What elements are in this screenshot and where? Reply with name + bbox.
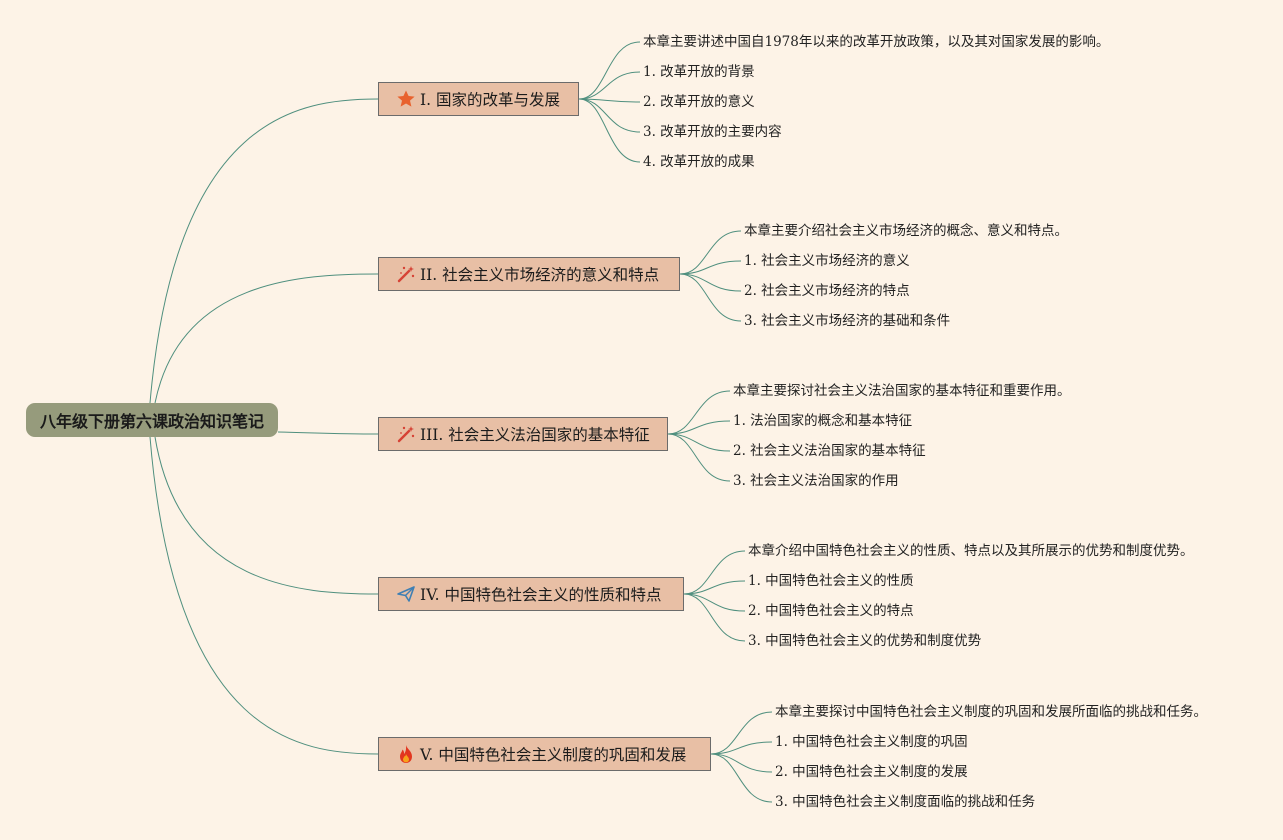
branch-node-1[interactable]: I. 国家的改革与发展 xyxy=(378,82,579,116)
leaf-4-1[interactable]: 1. 中国特色社会主义的性质 xyxy=(748,573,914,589)
leaf-link-5-1 xyxy=(710,741,773,755)
leaf-link-5-3 xyxy=(710,753,773,803)
branch-node-4[interactable]: IV. 中国特色社会主义的性质和特点 xyxy=(378,577,684,611)
leaf-link-3-0 xyxy=(667,390,731,435)
branch-label-2: II. 社会主义市场经济的意义和特点 xyxy=(420,266,660,284)
leaf-link-1-0 xyxy=(578,41,641,100)
leaf-link-4-3 xyxy=(683,593,746,642)
magic-wand-icon xyxy=(395,264,416,285)
leaf-5-2[interactable]: 2. 中国特色社会主义制度的发展 xyxy=(775,764,968,780)
star-icon xyxy=(395,89,416,110)
leaf-1-4[interactable]: 4. 改革开放的成果 xyxy=(643,154,755,170)
root-link-5 xyxy=(149,436,379,755)
leaf-link-2-2 xyxy=(679,273,742,292)
leaf-link-3-3 xyxy=(667,433,731,482)
magic-wand-icon xyxy=(395,424,416,445)
branch-node-5[interactable]: V. 中国特色社会主义制度的巩固和发展 xyxy=(378,737,711,771)
leaf-link-2-0 xyxy=(679,230,742,275)
branch-label-5: V. 中国特色社会主义制度的巩固和发展 xyxy=(420,746,687,764)
leaf-1-2[interactable]: 2. 改革开放的意义 xyxy=(643,94,755,110)
leaf-1-1[interactable]: 1. 改革开放的背景 xyxy=(643,64,755,80)
leaf-2-2[interactable]: 2. 社会主义市场经济的特点 xyxy=(744,283,910,299)
leaf-5-3[interactable]: 3. 中国特色社会主义制度面临的挑战和任务 xyxy=(775,794,1036,810)
leaf-link-5-2 xyxy=(710,753,773,773)
branch-label-3: III. 社会主义法治国家的基本特征 xyxy=(420,426,650,444)
root-link-1 xyxy=(149,98,379,404)
branch-label-4: IV. 中国特色社会主义的性质和特点 xyxy=(420,586,662,604)
leaf-link-1-4 xyxy=(578,98,641,163)
leaf-5-1[interactable]: 1. 中国特色社会主义制度的巩固 xyxy=(775,734,968,750)
root-title: 八年级下册第六课政治知识笔记 xyxy=(39,412,264,431)
leaf-link-4-2 xyxy=(683,593,746,612)
paper-plane-icon xyxy=(395,584,416,605)
leaf-link-4-1 xyxy=(683,580,746,595)
leaf-3-0[interactable]: 本章主要探讨社会主义法治国家的基本特征和重要作用。 xyxy=(733,383,1071,399)
root-link-4 xyxy=(154,436,379,595)
leaf-link-3-2 xyxy=(667,433,731,452)
branch-node-3[interactable]: III. 社会主义法治国家的基本特征 xyxy=(378,417,668,451)
leaf-3-3[interactable]: 3. 社会主义法治国家的作用 xyxy=(733,473,899,489)
leaf-3-2[interactable]: 2. 社会主义法治国家的基本特征 xyxy=(733,443,926,459)
root-link-2 xyxy=(154,273,379,404)
leaf-4-3[interactable]: 3. 中国特色社会主义的优势和制度优势 xyxy=(748,633,982,649)
leaf-link-1-1 xyxy=(578,71,641,100)
fire-icon xyxy=(395,744,416,765)
leaf-link-4-0 xyxy=(683,550,746,595)
leaf-link-1-3 xyxy=(578,98,641,133)
leaf-1-3[interactable]: 3. 改革开放的主要内容 xyxy=(643,124,782,140)
leaf-link-1-2 xyxy=(578,98,641,103)
leaf-2-1[interactable]: 1. 社会主义市场经济的意义 xyxy=(744,253,910,269)
leaf-link-2-3 xyxy=(679,273,742,322)
leaf-link-2-1 xyxy=(679,260,742,275)
leaf-2-0[interactable]: 本章主要介绍社会主义市场经济的概念、意义和特点。 xyxy=(744,223,1068,239)
branch-node-2[interactable]: II. 社会主义市场经济的意义和特点 xyxy=(378,257,680,291)
leaf-link-5-0 xyxy=(710,711,773,755)
branch-label-1: I. 国家的改革与发展 xyxy=(420,91,560,109)
leaf-3-1[interactable]: 1. 法治国家的概念和基本特征 xyxy=(733,413,913,429)
leaf-5-0[interactable]: 本章主要探讨中国特色社会主义制度的巩固和发展所面临的挑战和任务。 xyxy=(775,704,1207,720)
leaf-link-3-1 xyxy=(667,420,731,435)
leaf-1-0[interactable]: 本章主要讲述中国自1978年以来的改革开放政策，以及其对国家发展的影响。 xyxy=(643,34,1110,50)
root-link-3 xyxy=(277,431,379,435)
root-node[interactable]: 八年级下册第六课政治知识笔记 xyxy=(26,403,278,437)
leaf-4-0[interactable]: 本章介绍中国特色社会主义的性质、特点以及其所展示的优势和制度优势。 xyxy=(748,543,1194,559)
leaf-2-3[interactable]: 3. 社会主义市场经济的基础和条件 xyxy=(744,313,951,329)
leaf-4-2[interactable]: 2. 中国特色社会主义的特点 xyxy=(748,603,914,619)
